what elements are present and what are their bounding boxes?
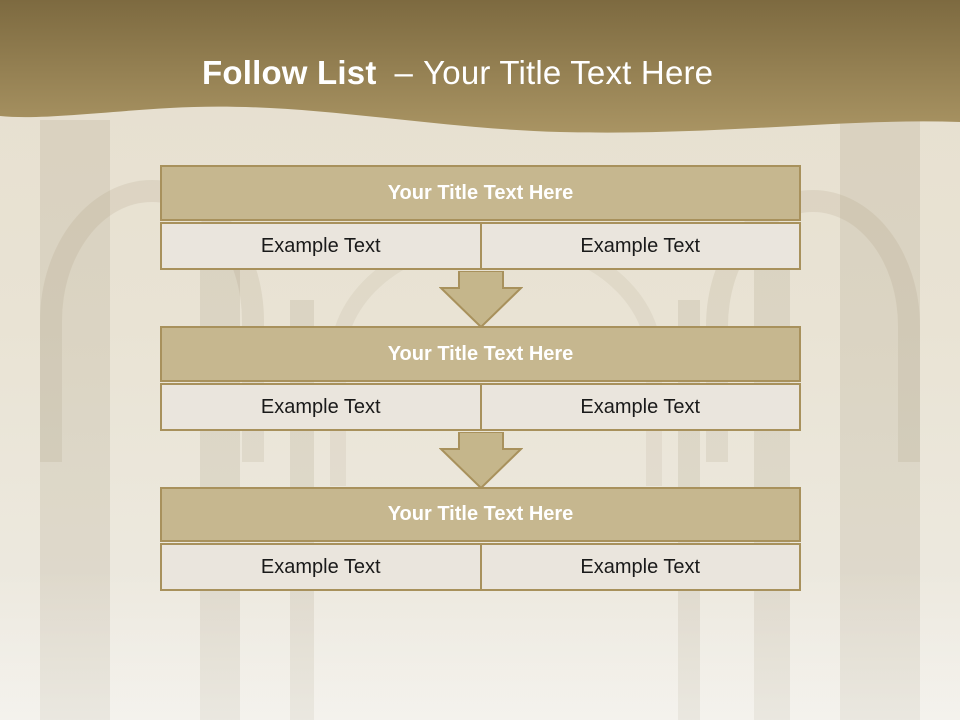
header-wave-shape — [0, 0, 960, 133]
block-row: Example Text Example Text — [160, 222, 801, 270]
slide-title-bold: Follow List — [202, 54, 377, 91]
header-band: Follow List–Your Title Text Here — [0, 0, 960, 140]
block-cell-right: Example Text — [481, 222, 801, 270]
block-title: Your Title Text Here — [160, 326, 801, 382]
block-cell-left: Example Text — [160, 383, 482, 431]
block-row: Example Text Example Text — [160, 543, 801, 591]
background-column — [40, 120, 110, 720]
block-title: Your Title Text Here — [160, 165, 801, 221]
block-row: Example Text Example Text — [160, 383, 801, 431]
block-title: Your Title Text Here — [160, 487, 801, 542]
block-cell-right: Example Text — [481, 383, 801, 431]
follow-list-block: Your Title Text Here Example Text Exampl… — [160, 326, 801, 431]
block-cell-left: Example Text — [160, 222, 482, 270]
block-cell-left: Example Text — [160, 543, 482, 591]
slide-title-dash: – — [394, 54, 414, 91]
block-cell-right: Example Text — [481, 543, 801, 591]
background-column — [840, 120, 920, 720]
down-arrow-icon — [439, 432, 523, 490]
down-arrow-icon — [439, 271, 523, 329]
follow-list-block: Your Title Text Here Example Text Exampl… — [160, 487, 801, 591]
slide-title: Follow List–Your Title Text Here — [202, 54, 713, 92]
background-floor — [0, 570, 960, 720]
slide-title-rest: Your Title Text Here — [423, 54, 714, 91]
follow-list-block: Your Title Text Here Example Text Exampl… — [160, 165, 801, 270]
